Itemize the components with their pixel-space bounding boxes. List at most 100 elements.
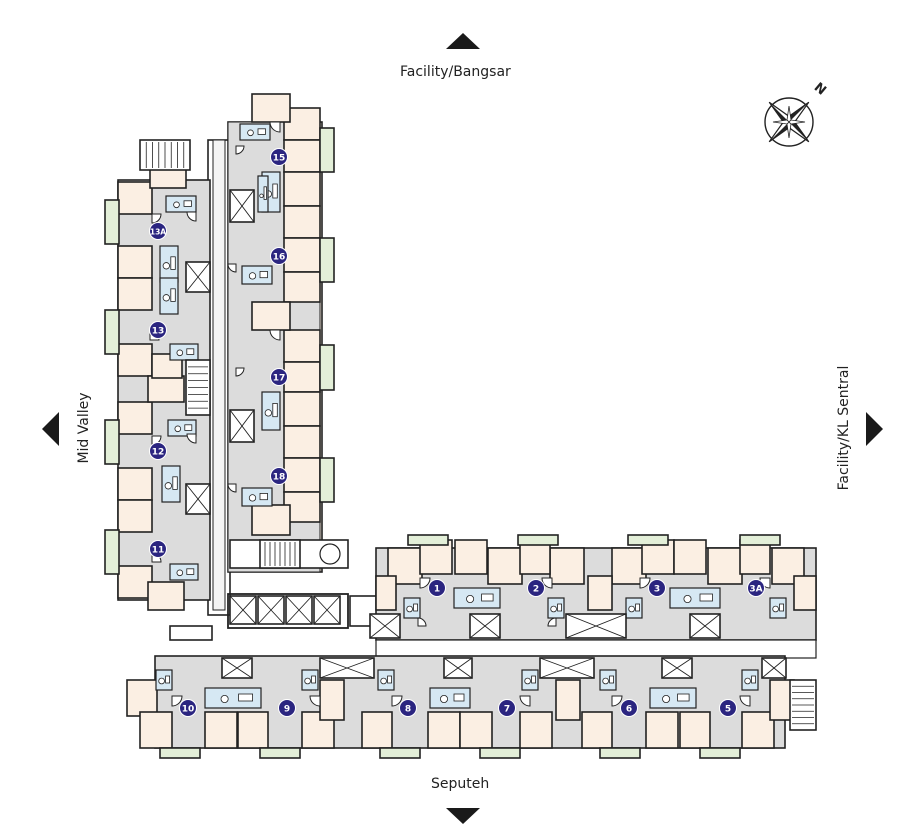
- unit-badge-circle: [498, 699, 516, 717]
- basin-icon: [170, 256, 176, 270]
- bedroom: [117, 343, 153, 377]
- unit-badge-circle: [428, 579, 446, 597]
- unit-badge-circle: [270, 148, 288, 166]
- unit-badge-circle: [527, 579, 545, 597]
- bedroom: [283, 329, 321, 363]
- door-swing: [739, 695, 751, 707]
- basin-icon: [481, 593, 494, 602]
- unit-badge-circle: [149, 540, 167, 558]
- toilet-icon: [662, 695, 671, 704]
- unit-badge-16: 16: [270, 247, 288, 265]
- toilet-icon: [744, 677, 751, 685]
- unit-badge-circle: [648, 579, 666, 597]
- basin-icon: [751, 675, 756, 684]
- balcony: [479, 747, 521, 759]
- compass-north-label: N: [811, 80, 829, 98]
- door-arc: [235, 145, 245, 155]
- bathroom: [169, 563, 199, 581]
- bathroom: [649, 687, 697, 709]
- unit-number-label: 16: [273, 253, 286, 263]
- basin-icon: [699, 593, 713, 602]
- bedroom: [581, 711, 613, 749]
- door-swing: [419, 577, 431, 589]
- basin-icon: [272, 183, 278, 199]
- bedroom: [645, 711, 679, 749]
- bathroom: [669, 587, 721, 609]
- basin-icon: [170, 288, 176, 302]
- door-swing: [639, 577, 651, 589]
- toilet-icon: [247, 129, 254, 137]
- balcony: [104, 529, 120, 575]
- door-arc: [739, 695, 751, 707]
- bedroom: [283, 205, 321, 239]
- lift-cross-line: [689, 613, 721, 639]
- unit-number-label: 15: [273, 154, 286, 164]
- bedroom: [283, 171, 321, 207]
- basin-icon: [257, 128, 266, 135]
- basin-icon: [779, 603, 784, 612]
- door-swing: [235, 145, 245, 155]
- unit-number-label: 3A: [749, 585, 762, 595]
- bathroom: [453, 587, 501, 609]
- basin-icon: [677, 693, 690, 702]
- bedroom: [741, 711, 775, 749]
- toilet-icon: [772, 605, 779, 613]
- unit-number-label: 12: [152, 448, 165, 458]
- door-arc: [227, 483, 237, 493]
- unit-badge-3a: 3A: [747, 579, 765, 597]
- service-corridor: [212, 139, 226, 611]
- bedroom: [117, 401, 153, 435]
- unit-badge-13a: 13A: [149, 222, 167, 240]
- unit-badge-circle: [620, 699, 638, 717]
- lift-cross-line: [539, 657, 595, 679]
- lift-cross-line: [369, 613, 401, 639]
- basin-icon: [165, 675, 171, 684]
- lift-cross-line: [761, 657, 787, 679]
- door-arc: [235, 367, 245, 377]
- door-swing: [391, 695, 403, 707]
- door-swing: [171, 695, 183, 707]
- basin-icon: [635, 603, 640, 612]
- door-swing: [269, 121, 281, 133]
- toilet-icon: [602, 677, 609, 685]
- toilet-icon: [158, 677, 165, 685]
- door-arc: [186, 211, 197, 222]
- basin-icon: [453, 693, 465, 702]
- toilet-icon: [248, 272, 257, 280]
- toilet-icon: [259, 193, 264, 198]
- balcony: [104, 419, 120, 465]
- door-arc: [417, 617, 427, 627]
- door-swing: [186, 433, 197, 444]
- lift-cross-line: [229, 595, 257, 625]
- balcony: [319, 127, 335, 173]
- north-arrow-icon: [446, 33, 480, 49]
- door-swing: [309, 695, 321, 707]
- basin-icon: [272, 402, 278, 418]
- bedroom: [204, 711, 238, 749]
- toilet-icon: [174, 425, 182, 433]
- bedroom: [251, 93, 291, 123]
- basin-icon: [557, 603, 562, 612]
- door-arc: [639, 577, 651, 589]
- unit-badge-3: 3: [648, 579, 666, 597]
- bedroom: [283, 271, 321, 303]
- lift-cross-line: [229, 189, 255, 223]
- south-arrow-icon: [446, 808, 480, 824]
- toilet-icon: [406, 605, 413, 613]
- balcony: [739, 534, 781, 546]
- bedroom: [283, 457, 321, 493]
- lift-cross-line: [319, 657, 375, 679]
- toilet-icon: [524, 677, 531, 685]
- lift-cross-line: [285, 595, 313, 625]
- bedroom: [587, 575, 613, 611]
- bathroom: [257, 175, 269, 213]
- bathroom: [241, 265, 273, 285]
- basin-icon: [259, 270, 268, 279]
- balcony: [379, 747, 421, 759]
- bedroom: [319, 679, 345, 721]
- unit-number-label: 2: [533, 585, 539, 595]
- bathroom: [167, 419, 197, 437]
- door-arc: [419, 577, 431, 589]
- bedroom: [117, 245, 153, 279]
- north-direction-label: Facility/Bangsar: [400, 64, 511, 80]
